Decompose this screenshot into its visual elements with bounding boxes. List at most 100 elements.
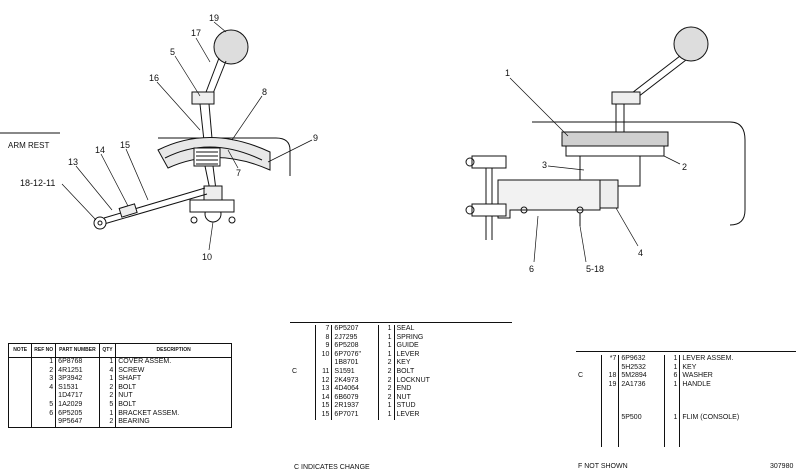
cell-note: C [290, 367, 317, 377]
cell-desc: HANDLE [682, 380, 711, 388]
cell-ref: 14 [315, 393, 333, 403]
cell-part: 5M2894 [618, 372, 665, 381]
cell-note [8, 409, 33, 419]
cell-qty: 1 [664, 380, 681, 390]
cell-note [290, 385, 317, 394]
cell-note [8, 418, 33, 428]
col-qty: QTY [99, 343, 117, 358]
cell-qty: 2 [99, 392, 117, 401]
callout-15: 15 [120, 140, 130, 150]
cell-qty: 2 [378, 367, 395, 377]
cell-ref: *7 [601, 355, 620, 364]
cell-qty: 1 [378, 342, 395, 351]
left-lower-lever [189, 165, 236, 224]
cell-part: 6P7071 [331, 410, 379, 420]
cell-note [290, 350, 317, 360]
callout-9: 9 [313, 133, 318, 143]
cell-qty: 1 [378, 402, 395, 411]
cell-qty: 4 [99, 366, 117, 376]
table-2-footnote: C INDICATES CHANGE [294, 464, 370, 471]
cell-ref: 5 [31, 400, 57, 410]
cell-qty: 1 [378, 350, 395, 360]
cell-ref [601, 363, 620, 373]
cell-desc: NUT [118, 392, 133, 400]
cell-ref: 7 [315, 325, 333, 334]
cell-ref [315, 359, 333, 368]
cell-part: 4R1251 [55, 366, 100, 376]
cell-part: 1B8701 [331, 359, 379, 368]
cell-note [290, 410, 317, 420]
cell-qty: 1 [378, 410, 395, 420]
cell-desc: STUD [396, 402, 416, 410]
cell-desc: SCREW [118, 366, 145, 374]
callout-19: 19 [209, 13, 219, 23]
cell-qty: 1 [99, 375, 117, 384]
cell-ref [31, 418, 57, 428]
table-2-top-rule [290, 322, 512, 323]
left-lever-assembly [191, 29, 249, 151]
cell-part: 6P7076" [331, 350, 379, 360]
cell-desc: NUT [396, 393, 411, 401]
cell-ref: 2 [31, 366, 57, 376]
cell-desc: WASHER [682, 372, 713, 380]
cell-part: 1D4717 [55, 392, 100, 401]
col-description: DESCRIPTION [156, 347, 191, 354]
cell-note [290, 393, 317, 403]
cell-ref: 1 [31, 357, 57, 367]
cell-part: 2A1736 [618, 380, 665, 390]
cell-ref: 11 [315, 367, 333, 377]
cell-ref: 3 [31, 375, 57, 384]
cell-note [576, 363, 602, 373]
cell-ref: 15 [315, 410, 333, 420]
armrest-label: ARM REST [8, 141, 50, 150]
callout-18-12-11: 18-12-11 [20, 178, 55, 188]
callout-13: 13 [68, 157, 78, 167]
table-3-footnote: F NOT SHOWN [578, 463, 628, 470]
right-lever-assembly [561, 26, 709, 157]
cell-desc: SEAL [396, 325, 415, 332]
cell-qty: 5 [99, 400, 117, 410]
cell-ref: 12 [315, 376, 333, 386]
cell-qty: 2 [378, 385, 395, 394]
cell-ref: 4 [31, 383, 57, 393]
cell-qty: 6 [664, 372, 681, 381]
cell-note [8, 357, 33, 367]
callout-6: 6 [529, 264, 534, 274]
cell-qty: 2 [378, 359, 395, 368]
cell-desc: BOLT [118, 383, 137, 391]
cell-part: 2J7295 [331, 333, 379, 343]
cell-note [290, 333, 317, 343]
cell-note: C [576, 372, 602, 381]
cell-note [290, 359, 317, 368]
callout-14: 14 [95, 145, 105, 155]
cell-note [8, 383, 33, 393]
left-linkage-rod [93, 187, 208, 230]
cell-part: 3P3942 [55, 375, 100, 384]
cell-qty: 1 [664, 363, 681, 373]
cell-desc: BOLT [396, 367, 415, 375]
cell-note [576, 380, 602, 390]
left-guide-assembly [157, 137, 271, 171]
cell-desc: LOCKNUT [396, 376, 430, 384]
cell-part: 6P5205 [55, 409, 100, 419]
cell-desc: LEVER [396, 350, 420, 358]
parts-table-1: NOTE REF NO PART NUMBER QTY DESCRIPTION … [8, 343, 232, 428]
left-leader-lines [61, 21, 313, 251]
callout-5-18: 5-18 [586, 264, 604, 274]
cell-desc: BRACKET ASSEM. [118, 409, 180, 417]
right-leader-lines [509, 77, 681, 263]
